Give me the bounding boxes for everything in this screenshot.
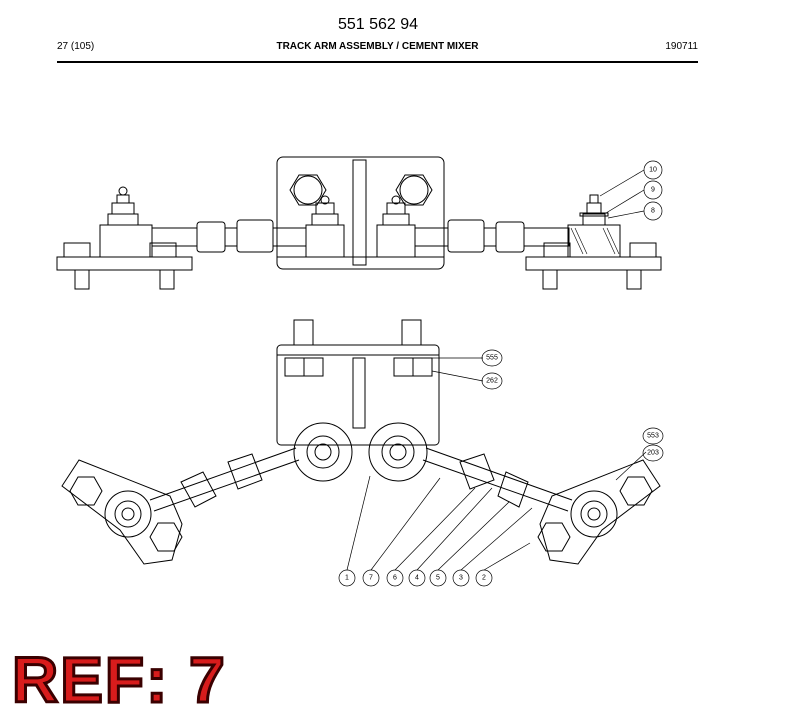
top-view: [56, 156, 662, 290]
callouts: [338, 160, 664, 587]
callout-6-label: 6: [393, 575, 397, 582]
callout-8: [643, 201, 663, 221]
callout-1-label: 1: [345, 575, 349, 582]
reference-label: REF: 7: [11, 644, 227, 716]
callout-3-label: 3: [459, 575, 463, 582]
callout-9: [643, 180, 663, 200]
callout-262: [481, 372, 503, 390]
callout-553: [642, 427, 664, 445]
callout-555-label: 555: [486, 355, 498, 362]
callout-5: [429, 569, 447, 587]
document-title: TRACK ARM ASSEMBLY / CEMENT MIXER: [276, 41, 479, 52]
callout-262-label: 262: [486, 378, 498, 385]
callout-9-label: 9: [651, 187, 655, 194]
bottom-bracket: [276, 344, 440, 446]
callout-6: [386, 569, 404, 587]
callout-3: [452, 569, 470, 587]
page-reference: 27 (105): [57, 41, 95, 52]
callout-7: [362, 569, 380, 587]
center-bracket: [276, 156, 445, 270]
bottom-view: [61, 319, 661, 565]
callout-7-label: 7: [369, 575, 373, 582]
callout-2: [475, 569, 493, 587]
callout-8-label: 8: [651, 208, 655, 215]
header-row: 27 (105) TRACK ARM ASSEMBLY / CEMENT MIX…: [57, 41, 698, 55]
right-arm-plate: [539, 459, 661, 565]
callout-5-label: 5: [436, 575, 440, 582]
callout-553-label: 553: [647, 433, 659, 440]
callout-1: [338, 569, 356, 587]
callout-203-label: 203: [647, 450, 659, 457]
hex-bolt-left: [289, 174, 327, 206]
callout-4-label: 4: [415, 575, 419, 582]
header-rule: [57, 61, 698, 63]
callout-203: [642, 444, 664, 462]
hex-bolt-right: [395, 174, 433, 206]
left-arm-plate: [61, 459, 183, 565]
document-number: 551 562 94: [337, 16, 419, 33]
callout-labels: 10 9 8 555 262 553 203 1 7 6 4 5 3 2: [345, 167, 659, 582]
callout-10: [643, 160, 663, 180]
callout-4: [408, 569, 426, 587]
callout-555: [481, 349, 503, 367]
document-date: 190711: [665, 41, 698, 52]
callout-10-label: 10: [649, 167, 657, 174]
callout-2-label: 2: [482, 575, 486, 582]
right-base-plate: [525, 256, 662, 271]
left-base-plate: [56, 256, 193, 271]
